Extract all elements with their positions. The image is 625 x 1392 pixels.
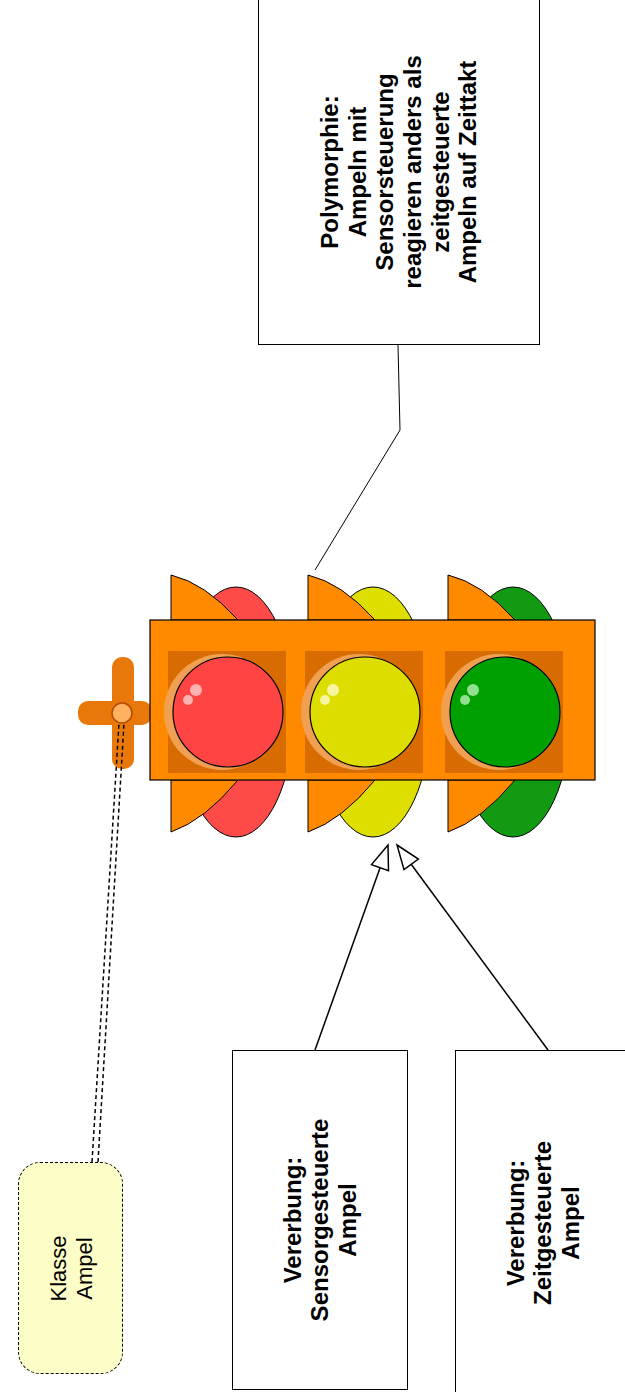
box-heading: Vererbung:: [502, 1160, 530, 1287]
rotated-text-frame: Vererbung:Sensorgesteuerte Ampel: [232, 1050, 408, 1390]
rotated-text-frame: Vererbung:Zeitgesteuerte Ampel: [455, 1050, 625, 1392]
visor: [308, 575, 375, 620]
callout-leader: [98, 723, 124, 1162]
inheritance-head: [397, 845, 418, 870]
visor: [308, 780, 375, 832]
green-lamp: [450, 657, 560, 767]
box-heading: Polymorphie:: [316, 95, 344, 248]
lamp-highlight: [460, 695, 470, 705]
lamp-highlight: [320, 695, 330, 705]
mount-bar: [78, 701, 152, 725]
light-body: [150, 620, 595, 780]
lamp-highlight: [327, 684, 339, 696]
red-lamp: [173, 657, 283, 767]
box-text: Ampeln mit Sensorsteuerung reagieren and…: [344, 50, 482, 294]
inheritance-head: [372, 845, 389, 871]
note-leader: [315, 345, 400, 570]
inheritance-box: Vererbung:Zeitgesteuerte Ampel: [455, 1050, 625, 1392]
box-text: Klasse Ampel: [45, 1213, 96, 1323]
inheritance-box: Vererbung:Sensorgesteuerte Ampel: [232, 1050, 408, 1390]
visor: [448, 575, 515, 620]
lamp-highlight: [190, 684, 202, 696]
visor: [171, 575, 238, 620]
lamp-highlight: [183, 695, 193, 705]
mount-bar: [112, 657, 134, 769]
rotated-text-frame: Polymorphie:Ampeln mit Sensorsteuerung r…: [258, 0, 540, 345]
mount-bolt: [112, 703, 132, 723]
visor: [448, 780, 515, 832]
rotated-text-frame: Klasse Ampel: [18, 1162, 123, 1374]
box-text: Zeitgesteuerte Ampel: [529, 1111, 584, 1336]
lamp-highlight: [467, 684, 479, 696]
inheritance-line: [315, 868, 380, 1050]
class-callout: Klasse Ampel: [18, 1162, 123, 1374]
yellow-lamp: [310, 657, 420, 767]
callout-leader: [92, 723, 119, 1162]
visor: [171, 780, 238, 832]
inheritance-line: [411, 864, 548, 1050]
box-text: Sensorgesteuerte Ampel: [306, 1108, 361, 1333]
box-heading: Vererbung:: [279, 1157, 307, 1284]
polymorphism-note: Polymorphie:Ampeln mit Sensorsteuerung r…: [258, 0, 540, 345]
